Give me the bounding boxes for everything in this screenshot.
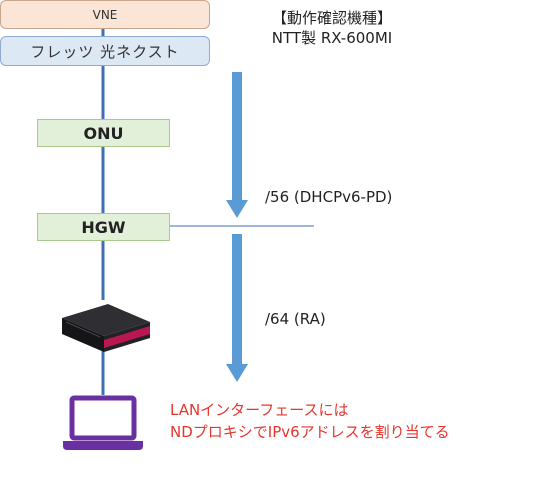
nd-proxy-note-line1: LANインターフェースには bbox=[170, 401, 349, 419]
vne-label: VNE bbox=[92, 7, 118, 22]
tested-model-heading: 【動作確認機種】 NTT製 RX-600MI bbox=[252, 8, 412, 48]
nd-proxy-note: LANインターフェースには NDプロキシでIPv6アドレスを割り当てる bbox=[170, 399, 450, 443]
heading-title: 【動作確認機種】 bbox=[271, 9, 392, 27]
flets-node: フレッツ 光ネクスト bbox=[0, 36, 210, 66]
hgw-node: HGW bbox=[37, 213, 170, 241]
flets-label: フレッツ 光ネクスト bbox=[30, 42, 180, 61]
laptop-icon bbox=[63, 395, 143, 450]
heading-model: NTT製 RX-600MI bbox=[271, 29, 393, 47]
hgw-label: HGW bbox=[81, 217, 126, 237]
router-device-icon bbox=[62, 304, 150, 352]
nd-proxy-note-line2: NDプロキシでIPv6アドレスを割り当てる bbox=[170, 423, 450, 441]
prefix-56-label: /56 (DHCPv6-PD) bbox=[265, 188, 393, 206]
onu-node: ONU bbox=[37, 119, 170, 147]
vne-node: VNE bbox=[0, 0, 210, 29]
prefix-64-label: /64 (RA) bbox=[265, 310, 326, 328]
down-arrow-icon bbox=[226, 72, 248, 218]
onu-label: ONU bbox=[83, 123, 124, 143]
down-arrow-icon bbox=[226, 234, 248, 382]
